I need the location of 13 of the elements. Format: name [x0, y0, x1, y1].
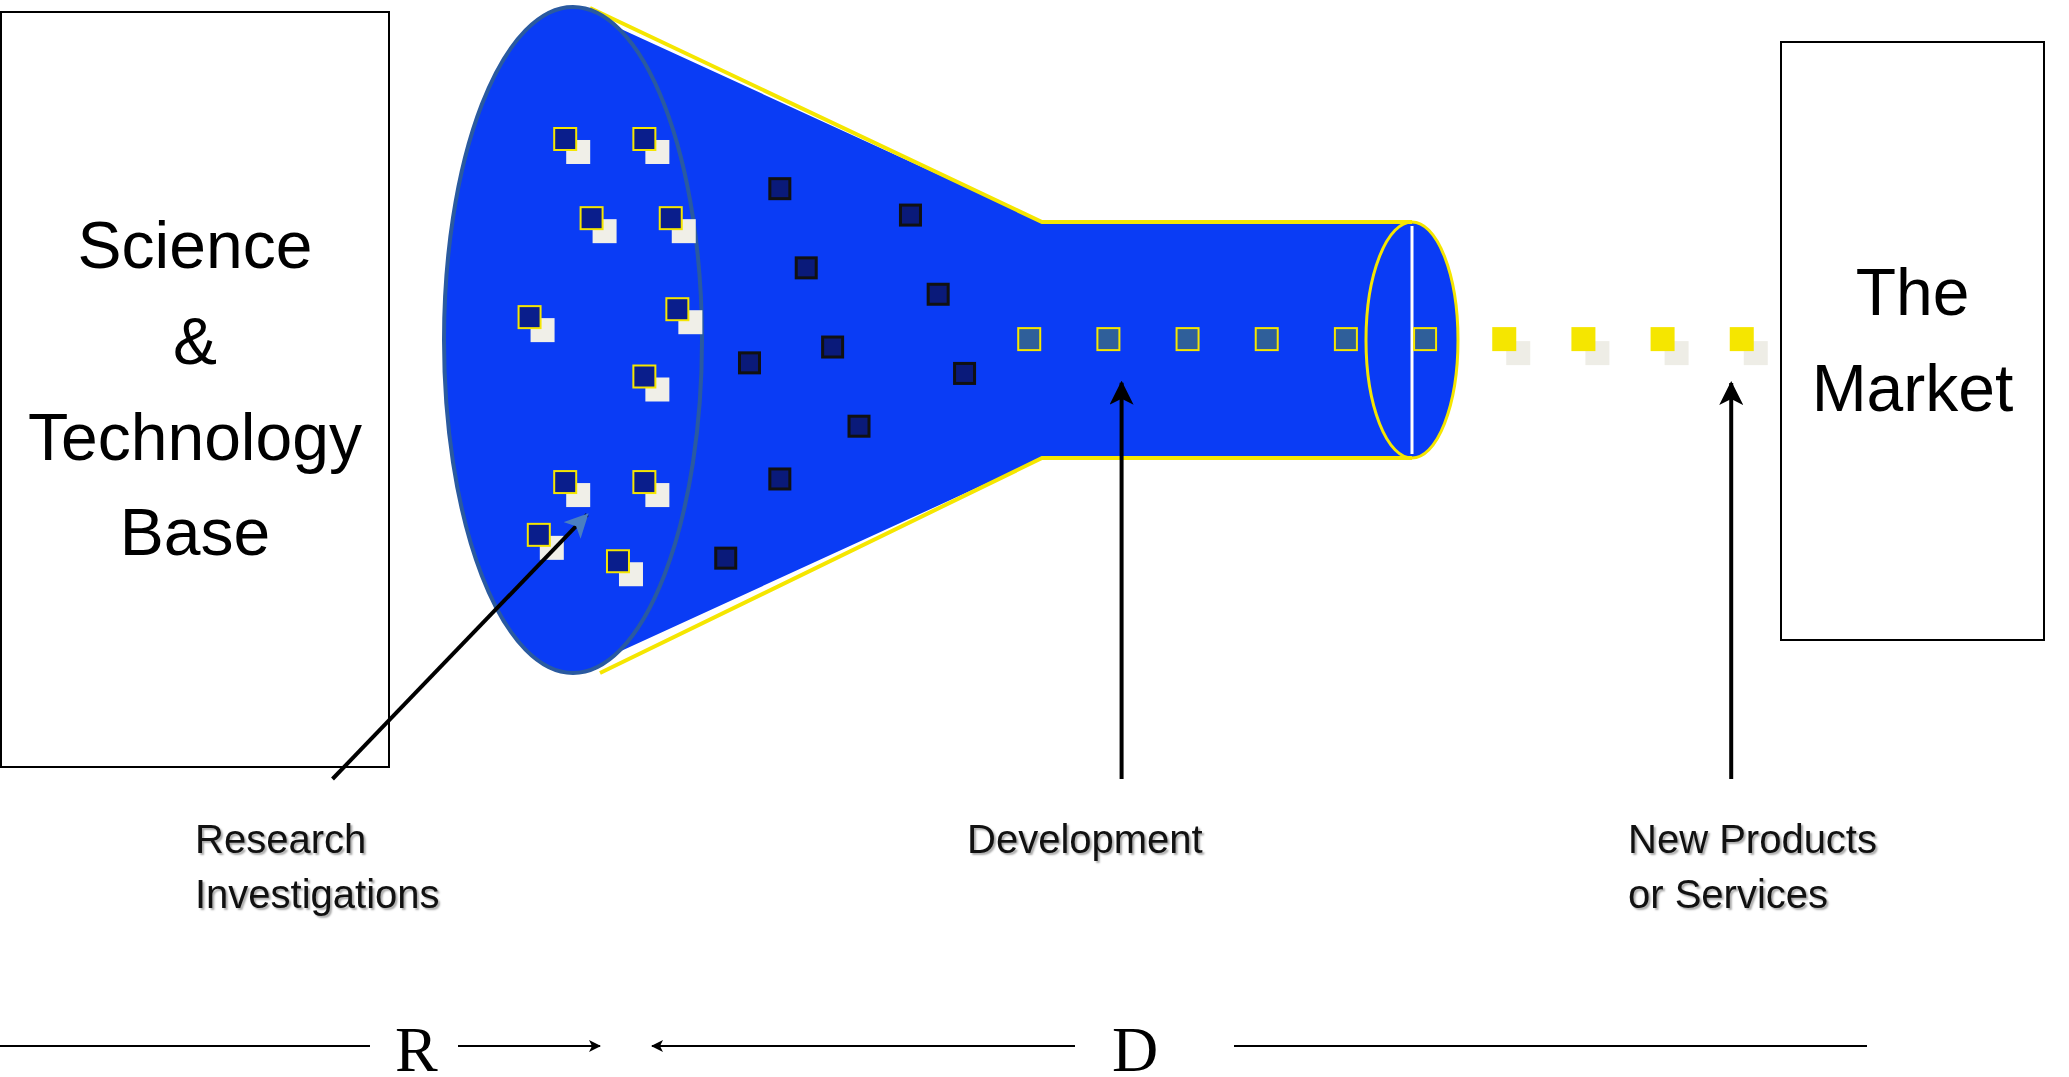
label-box: [0, 11, 390, 768]
box-title: The Market: [1810, 254, 2015, 427]
phase-letter: R: [395, 1018, 438, 1077]
leader-arrow: [1719, 381, 1744, 779]
stage-label: Development: [967, 816, 1204, 863]
product-squares-drawing: [1492, 327, 1768, 366]
leader-arrow: [331, 513, 589, 781]
leader-arrow: [1109, 380, 1134, 779]
label-box: [1780, 41, 2045, 641]
stage-label: New Products or Services: [1628, 816, 1878, 919]
box-title: Science & Technology Base: [27, 207, 363, 572]
stage-label: Research Investigations: [195, 816, 441, 919]
phase-letter: D: [1112, 1018, 1159, 1077]
